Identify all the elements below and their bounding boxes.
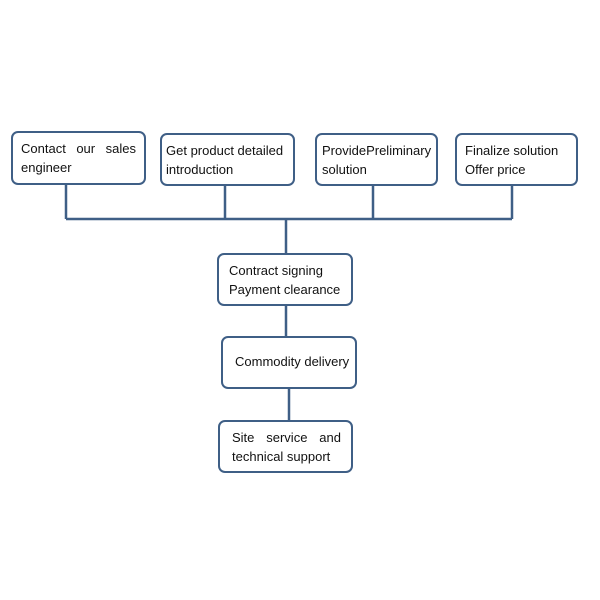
- node-contract-line1: Contract signing: [229, 263, 323, 278]
- node-service-line1: Site service and: [232, 428, 341, 447]
- node-finalize-solution: Finalize solution Offer price: [455, 133, 578, 186]
- word: service: [266, 430, 308, 445]
- node-contact-line2: engineer: [21, 160, 72, 175]
- node-product-introduction: Get product detailed introduction: [160, 133, 295, 186]
- node-preliminary-line1: Provide Preliminary: [322, 141, 431, 160]
- node-contract-payment: Contract signing Payment clearance: [217, 253, 353, 306]
- node-finalize-line2: Offer price: [465, 162, 526, 177]
- node-product-line1: Get product detailed: [166, 143, 284, 158]
- word: Preliminary: [366, 143, 432, 158]
- node-finalize-line1: Finalize solution: [465, 143, 559, 158]
- node-site-service-support: Site service and technical support: [218, 420, 353, 473]
- word: our: [76, 141, 96, 156]
- node-contract-line2: Payment clearance: [229, 282, 341, 297]
- node-contact-line1: Contact our sales: [21, 139, 136, 158]
- node-commodity-delivery: Commodity delivery: [221, 336, 357, 389]
- node-preliminary-solution: Provide Preliminary solution: [315, 133, 438, 186]
- word: Site: [232, 430, 255, 445]
- word: and: [319, 430, 341, 445]
- node-product-line2: introduction: [166, 162, 234, 177]
- node-preliminary-line2: solution: [322, 162, 367, 177]
- word: Contact: [21, 141, 66, 156]
- node-delivery-line1: Commodity delivery: [235, 354, 350, 369]
- node-service-line2: technical support: [232, 449, 331, 464]
- word: Provide: [322, 143, 367, 158]
- node-contact-sales-engineer: Contact our sales engineer: [11, 131, 146, 185]
- word: sales: [105, 141, 136, 156]
